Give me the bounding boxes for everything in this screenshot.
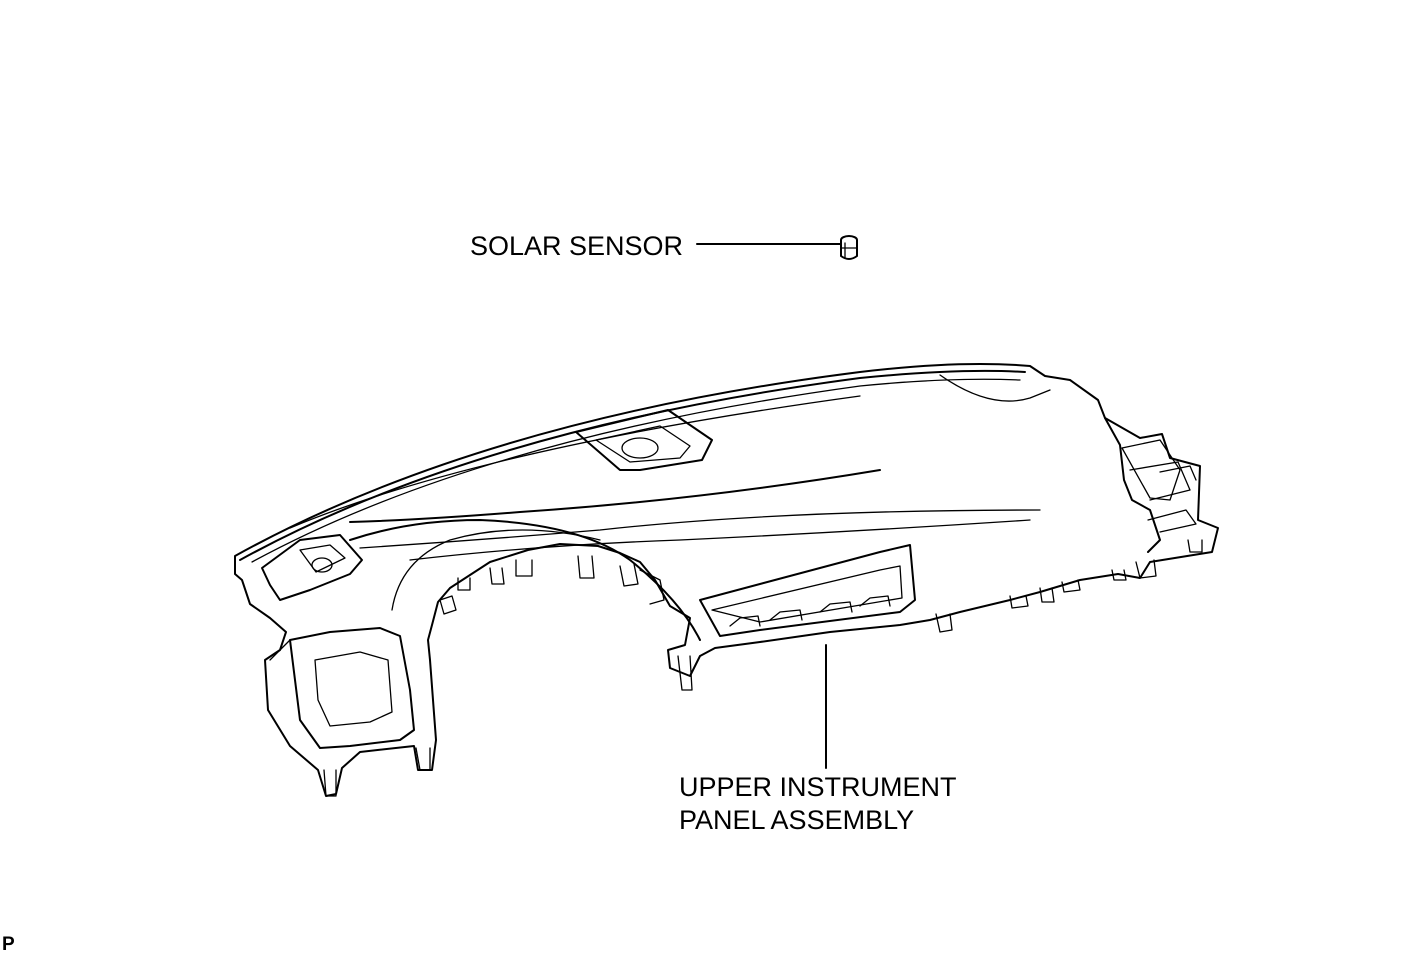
upper-instrument-panel-label: UPPER INSTRUMENT PANEL ASSEMBLY	[679, 771, 957, 837]
panel-label-line2: PANEL ASSEMBLY	[679, 805, 915, 835]
figure-code: P	[2, 934, 15, 955]
solar-sensor-icon	[840, 235, 858, 260]
solar-sensor-label: SOLAR SENSOR	[470, 231, 684, 261]
instrument-panel-icon	[234, 363, 1219, 797]
panel-label-line1: UPPER INSTRUMENT	[679, 772, 957, 802]
